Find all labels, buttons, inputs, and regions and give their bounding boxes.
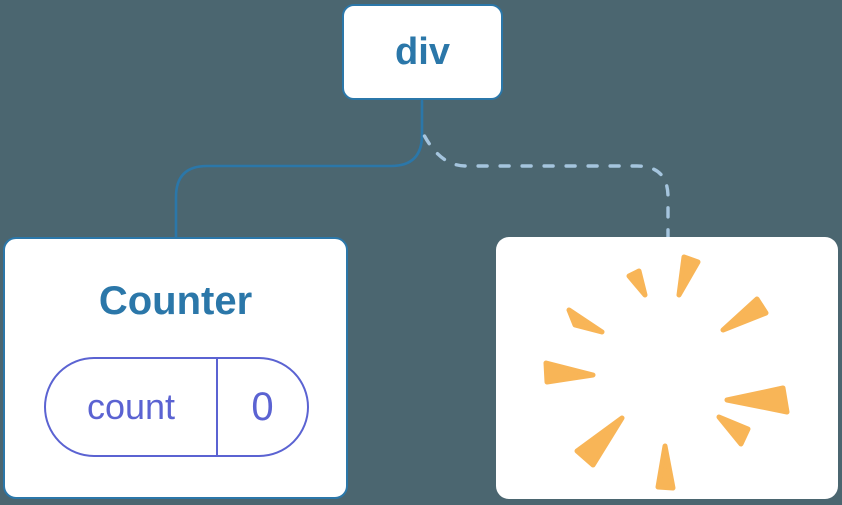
tree-node-div: div xyxy=(342,4,503,100)
connector-solid-link xyxy=(174,99,424,242)
state-value: 0 xyxy=(251,384,274,429)
poof-ray-right xyxy=(724,385,790,415)
component-title: Counter xyxy=(98,279,253,323)
counter-component-card: Counter count 0 xyxy=(3,237,348,499)
poof-ray-upper-left xyxy=(566,307,605,335)
poof-ray-top xyxy=(676,254,701,298)
poof-ray-lower-right xyxy=(716,414,751,447)
state-key: count xyxy=(46,359,218,455)
poof-ray-upper-right xyxy=(720,296,769,333)
node-label: div xyxy=(395,30,450,73)
removed-component-card xyxy=(496,237,838,499)
poof-ray-lower-left xyxy=(574,415,625,468)
poof-ray-top-left-small xyxy=(626,268,648,298)
connector-dashed-link xyxy=(422,134,670,242)
poof-ray-left xyxy=(543,360,596,385)
poof-icon xyxy=(543,254,790,491)
poof-ray-bottom xyxy=(655,443,676,491)
state-pill: count 0 xyxy=(44,357,309,457)
